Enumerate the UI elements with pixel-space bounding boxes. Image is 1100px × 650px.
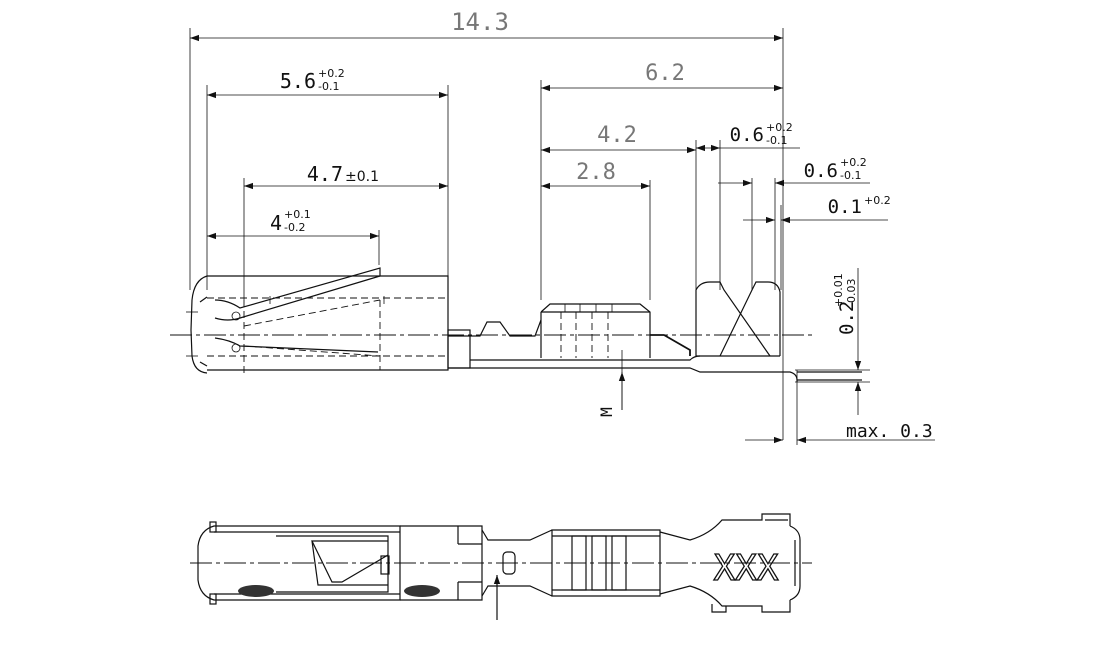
dim-4-7-tol: ±0.1 <box>345 169 379 185</box>
dim-0-6-b-nominal: 0.6 <box>804 160 838 182</box>
dim-0-6-a-upper: +0.2 <box>766 121 793 134</box>
dim-5-6-nominal: 5.6 <box>280 69 316 93</box>
section-marker-group: M <box>597 407 616 417</box>
dim-0-1-nominal: 0.1 <box>828 196 862 218</box>
dim-max-0-3: max. 0.3 <box>846 421 933 442</box>
dim-0-1-upper: +0.2 <box>864 194 891 207</box>
dim-2-8: 2.8 <box>576 160 616 185</box>
dim-4-7-nominal: 4.7 <box>307 162 343 186</box>
dim-4-upper: +0.1 <box>284 208 311 221</box>
part-marking: XXX <box>713 548 778 589</box>
dim-0-2-upper: +0.01 <box>832 273 845 307</box>
dim-0-6-b-lower: -0.1 <box>840 169 861 182</box>
dimension-lines <box>189 28 935 445</box>
dimple-right <box>404 585 440 597</box>
dim-5-6-lower: -0.1 <box>318 80 339 93</box>
section-marker-label: M <box>597 407 616 417</box>
dim-5-6-upper: +0.2 <box>318 67 345 80</box>
dim-0-2-group: 0.2 +0.01 -0.03 <box>832 273 858 335</box>
dimple-left <box>238 585 274 597</box>
dimension-labels: 14.3 5.6 +0.2 -0.1 4.7 ±0.1 4 +0.1 -0.2 … <box>270 8 933 442</box>
dim-0-2-lower: -0.03 <box>845 279 858 307</box>
dim-4-lower: -0.2 <box>284 221 305 234</box>
dim-0-6-a-lower: -0.1 <box>766 134 787 147</box>
dim-0-2-nominal: 0.2 <box>836 301 858 335</box>
top-view: XXX <box>190 513 812 620</box>
dim-0-6-b-upper: +0.2 <box>840 156 867 169</box>
side-view <box>170 267 862 382</box>
dim-4-nominal: 4 <box>270 211 282 235</box>
dim-overall-length: 14.3 <box>451 8 509 36</box>
dim-0-6-a-nominal: 0.6 <box>730 124 764 146</box>
dim-6-2: 6.2 <box>645 61 685 86</box>
dim-4-2: 4.2 <box>597 123 637 148</box>
